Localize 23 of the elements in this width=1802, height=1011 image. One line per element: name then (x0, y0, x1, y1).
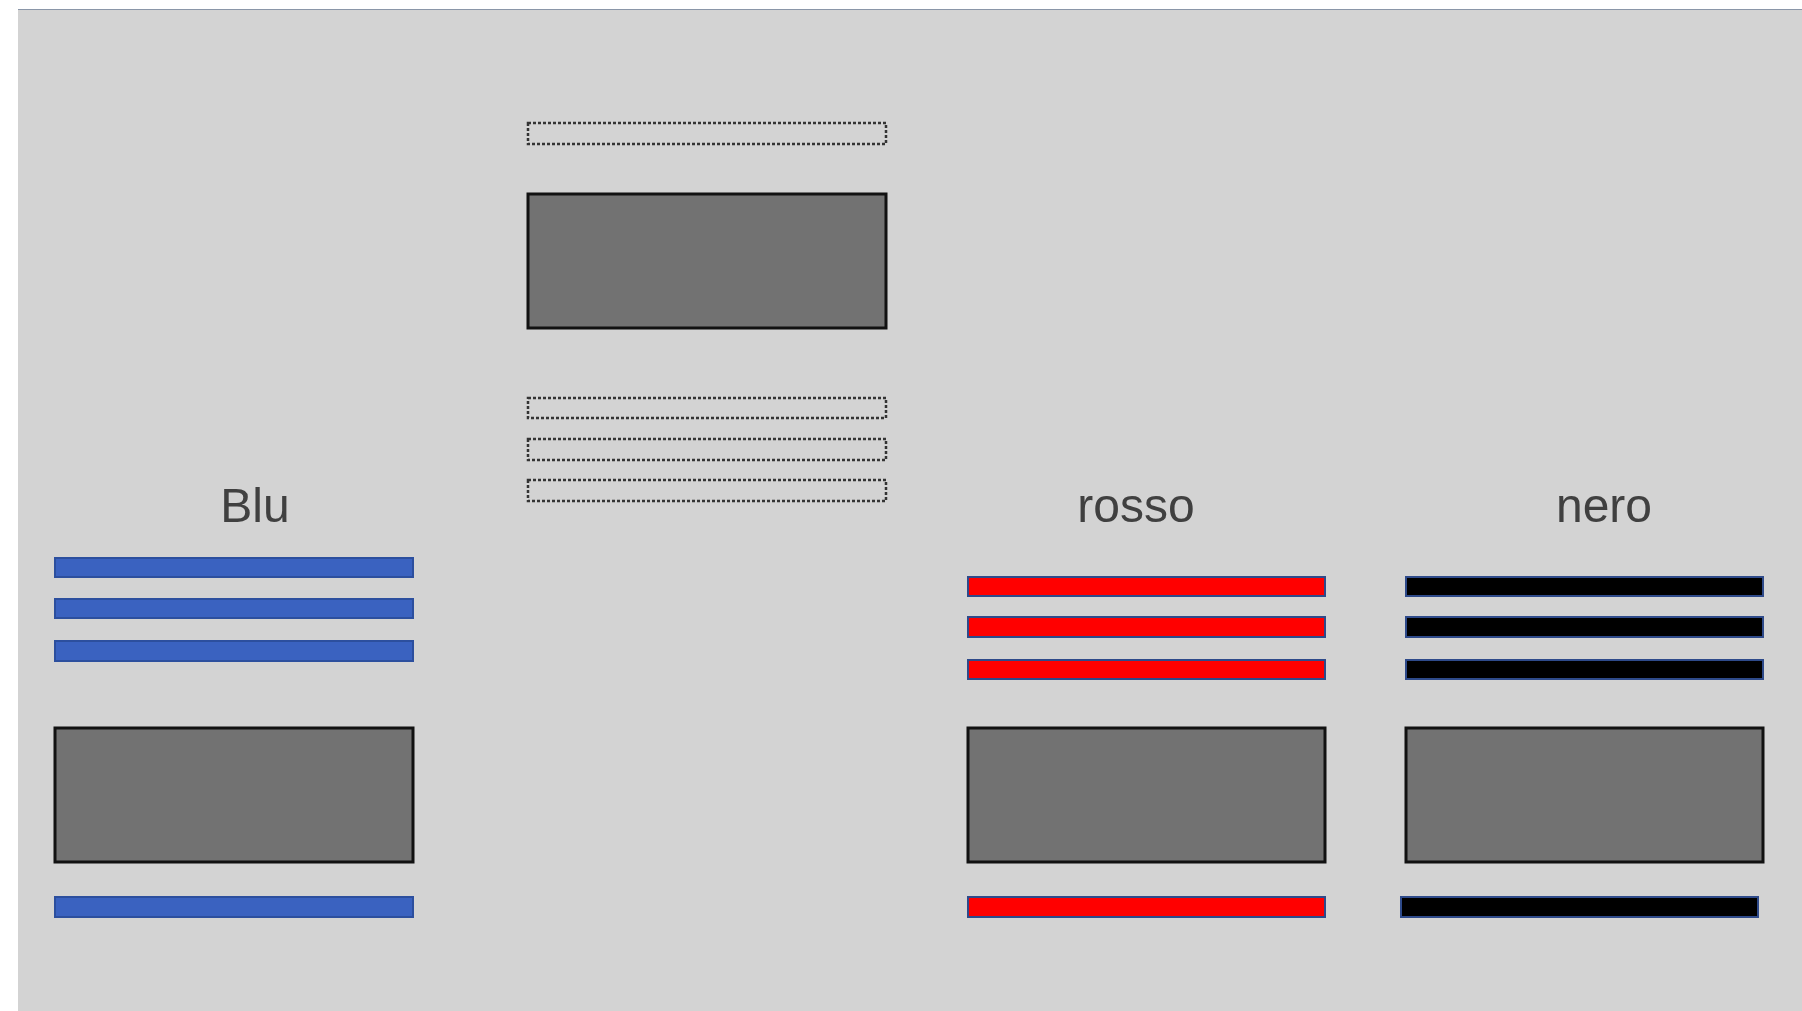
dotted-outline-bar (526, 121, 888, 146)
bar (1405, 576, 1764, 597)
rectangle (1404, 726, 1765, 864)
dotted-outline-bar (526, 437, 888, 462)
bar (54, 640, 414, 662)
rectangle (966, 726, 1327, 864)
bar (967, 896, 1326, 918)
column-label: Blu (220, 482, 290, 530)
dotted-outline-bar (526, 478, 888, 503)
rectangle (526, 192, 888, 330)
bar (967, 616, 1326, 638)
bar (1400, 896, 1759, 918)
bar (54, 598, 414, 619)
bar (1405, 616, 1764, 638)
bar (1405, 659, 1764, 680)
bar (967, 576, 1326, 597)
dotted-outline-bar (526, 396, 888, 420)
bar (54, 896, 414, 918)
bar (967, 659, 1326, 680)
column-label: rosso (1077, 482, 1195, 530)
column-label: nero (1555, 482, 1653, 530)
rectangle (53, 726, 415, 864)
bar (54, 557, 414, 578)
